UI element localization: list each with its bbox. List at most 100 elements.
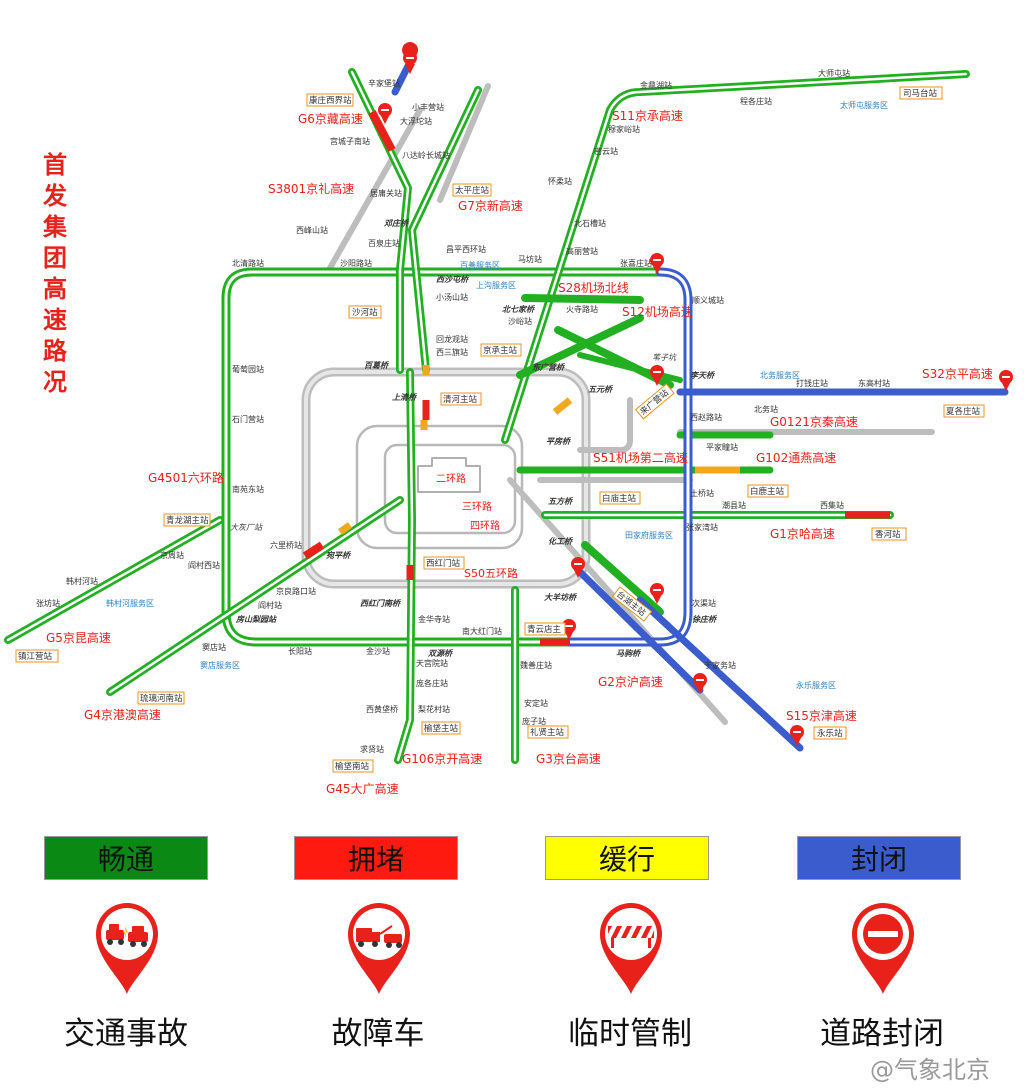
closure-marker[interactable]: [378, 103, 392, 124]
service-area: 北务服务区: [760, 370, 800, 380]
map-place-label: 宫城子南站: [330, 136, 370, 146]
map-place-label: 辛家堡站: [368, 78, 400, 88]
toll-box: 香河站: [871, 527, 907, 541]
map-place-label: 八达岭长城站: [402, 150, 450, 160]
legend-event-label: 道路封闭: [820, 1016, 944, 1052]
closure-marker[interactable]: [650, 583, 664, 604]
map-place-label: 阎村站: [258, 600, 282, 610]
map-place-label: 密云站: [594, 146, 618, 156]
toll-box: 沙河站: [348, 305, 382, 319]
closure-marker[interactable]: [402, 42, 419, 74]
closure-marker[interactable]: [999, 370, 1013, 391]
map-place-label: 韩村河站: [66, 576, 98, 586]
closure-marker[interactable]: [650, 365, 664, 386]
map-place-label: 司马台站: [903, 88, 938, 99]
barrier-icon: [600, 903, 662, 994]
map-place-label: 夏各庄站: [946, 406, 981, 417]
map-place-label: 西峰山站: [296, 225, 328, 235]
closed-highways: [391, 58, 1009, 752]
map-place-label: 北石槽站: [574, 218, 606, 228]
toll-box: 来广营站: [634, 383, 675, 420]
map-place-label: 次渠站: [692, 598, 716, 608]
map-place-label: 北务站: [754, 404, 778, 414]
label-g6: G6京藏高速: [298, 111, 363, 126]
map-place-label: 金鼎湖站: [640, 80, 672, 90]
map-place-label: 西红门站: [426, 558, 461, 569]
label-s11: S11京承高速: [612, 108, 683, 123]
label-r2: 二环路: [436, 472, 466, 485]
map-place-label: 土桥站: [690, 488, 714, 498]
legend-event-label: 故障车: [331, 1016, 425, 1052]
toll-box: 镇江营站: [15, 649, 59, 663]
map-place-label: 庞子站: [522, 716, 546, 726]
label-r6: G4501六环路: [148, 470, 224, 485]
map-place-label: 白鹿主站: [750, 486, 785, 497]
map-place-label: 双源桥: [427, 649, 454, 658]
map-place-label: 庞各庄站: [416, 678, 448, 688]
managed-highways: [4, 68, 970, 764]
map-place-label: 小汤山站: [436, 292, 468, 302]
map-place-label: 张喜庄站: [620, 258, 652, 268]
closure-marker[interactable]: [790, 725, 804, 746]
closure-marker[interactable]: [571, 557, 585, 578]
map-place-label: 香河站: [875, 529, 901, 540]
label-s28: S28机场北线: [558, 281, 629, 295]
tow-truck-icon: [348, 903, 410, 994]
map-place-label: 平房桥: [546, 437, 572, 446]
toll-box: 西红门站: [423, 556, 465, 570]
label-g102: G102通燕高速: [756, 450, 836, 465]
legend-label: 封闭: [850, 843, 907, 876]
map-place-label: 大师屯站: [818, 68, 850, 78]
label-g1: G1京哈高速: [770, 526, 835, 541]
toll-box: 京承主站: [480, 343, 522, 357]
map-place-label: 张家湾站: [686, 522, 718, 532]
map-place-label: 西三旗站: [436, 347, 468, 357]
map-place-label: 来广营站: [638, 387, 671, 418]
map-place-label: 六里桥站: [270, 540, 302, 550]
label-g2: G2京沪高速: [598, 674, 663, 689]
map-place-label: 康庄西界站: [309, 95, 352, 106]
service-area: 百善服务区: [460, 260, 500, 270]
closure-marker[interactable]: [693, 673, 707, 694]
map-incident-markers: [378, 42, 1013, 746]
toll-box: 夏各庄站: [943, 404, 985, 418]
map-place-label: 北七家桥: [502, 305, 536, 314]
toll-box: 太平庄站: [452, 183, 492, 197]
toll-box: 清河主站: [440, 392, 482, 406]
map-place-label: 安定站: [524, 698, 548, 708]
map-place-label: 西沙屯桥: [436, 275, 470, 284]
map-place-label: 马驹桥: [616, 649, 642, 658]
highway-labels: G6京藏高速 S3801京礼高速 G7京新高速 S11京承高速 S28机场北线 …: [46, 108, 993, 796]
toll-box: 康庄西界站: [306, 93, 354, 107]
closure-marker[interactable]: [650, 253, 664, 274]
map-place-label: 邓庄桥: [384, 219, 410, 228]
weibo-watermark: @气象北京: [870, 1056, 990, 1084]
map-place-label: 穆家峪站: [608, 124, 640, 134]
service-area: 上沟服务区: [476, 280, 516, 290]
toll-box: 白鹿主站: [747, 484, 789, 498]
map-place-label: 平家疃站: [706, 442, 738, 452]
toll-box: 司马台站: [899, 86, 943, 100]
label-g7: G7京新高速: [458, 198, 523, 213]
map-place-label: 太平庄站: [455, 185, 490, 196]
legend-label: 缓行: [598, 843, 655, 876]
map-place-label: 五方桥: [548, 497, 574, 506]
legend-clear: 畅通: [44, 836, 208, 880]
label-s12: S12机场高速: [622, 304, 693, 319]
map-place-label: 西赵路站: [690, 412, 722, 422]
toll-box: 白庙主站: [599, 491, 641, 505]
car-accident-icon: [96, 903, 158, 994]
map-place-label: 榆垡主站: [424, 723, 459, 734]
label-r3: 三环路: [462, 500, 492, 513]
map-place-label: 程各庄站: [740, 96, 772, 106]
legend-slow: 缓行: [545, 836, 709, 880]
map-place-label: 南大红门站: [462, 626, 502, 636]
service-area: 太师屯服务区: [840, 100, 888, 110]
toll-box: 琉璃河南站: [137, 691, 185, 705]
map-place-label: 苇子坑: [652, 353, 677, 362]
map-place-label: 白庙主站: [602, 493, 637, 504]
legend-congested: 拥堵: [294, 836, 458, 880]
service-areas: 百善服务区 上沟服务区 北务服务区 太师屯服务区 田家府服务区 窦店服务区 韩村…: [106, 100, 888, 690]
map-place-label: 石门营站: [232, 414, 264, 424]
